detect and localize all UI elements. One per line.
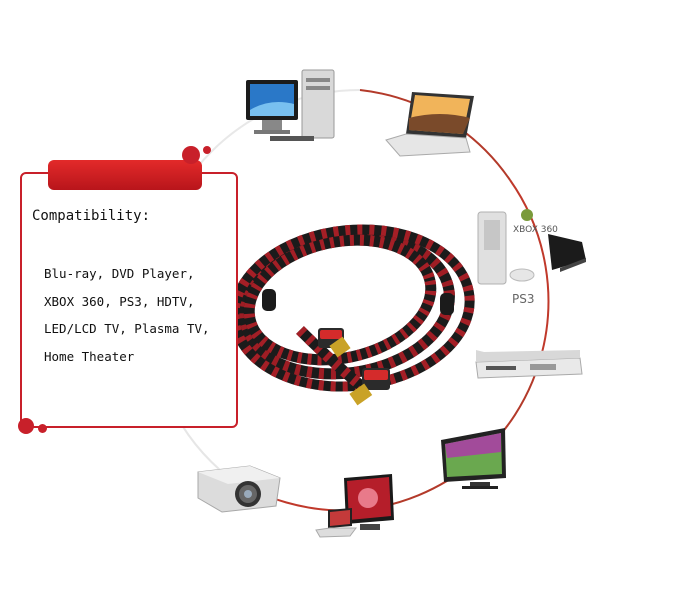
dvd-player-icon <box>475 350 583 379</box>
xbox-label: XBOX 360 <box>513 225 558 235</box>
compatibility-line: Blu-ray, DVD Player, <box>44 266 195 281</box>
hdmi-connector-upper <box>318 328 351 358</box>
ps3-icon <box>509 234 586 282</box>
decor-dot <box>38 424 47 433</box>
projector-icon <box>197 465 281 513</box>
hdmi-cable <box>229 224 475 392</box>
ps3-label: PS3 <box>512 292 535 306</box>
hdmi-connector-lower <box>349 368 390 406</box>
decor-dot <box>182 146 200 164</box>
compatibility-line: LED/LCD TV, Plasma TV, <box>44 321 210 336</box>
compatibility-card: Compatibility: Blu-ray, DVD Player, XBOX… <box>20 172 238 428</box>
decor-dot <box>203 146 211 154</box>
compatibility-list: Blu-ray, DVD Player, XBOX 360, PS3, HDTV… <box>44 260 210 370</box>
card-banner <box>48 160 202 190</box>
flat-tv-icon <box>441 428 506 489</box>
compatibility-line: Home Theater <box>44 348 135 364</box>
xbox-360-icon <box>477 209 533 285</box>
desktop-computer-icon <box>246 69 335 141</box>
laptop-icon <box>385 92 474 157</box>
compatibility-line: XBOX 360, PS3, HDTV, <box>44 293 195 309</box>
decor-dot <box>18 418 34 434</box>
compatibility-title: Compatibility: <box>32 208 151 224</box>
monitor-laptop-icon <box>315 474 394 538</box>
